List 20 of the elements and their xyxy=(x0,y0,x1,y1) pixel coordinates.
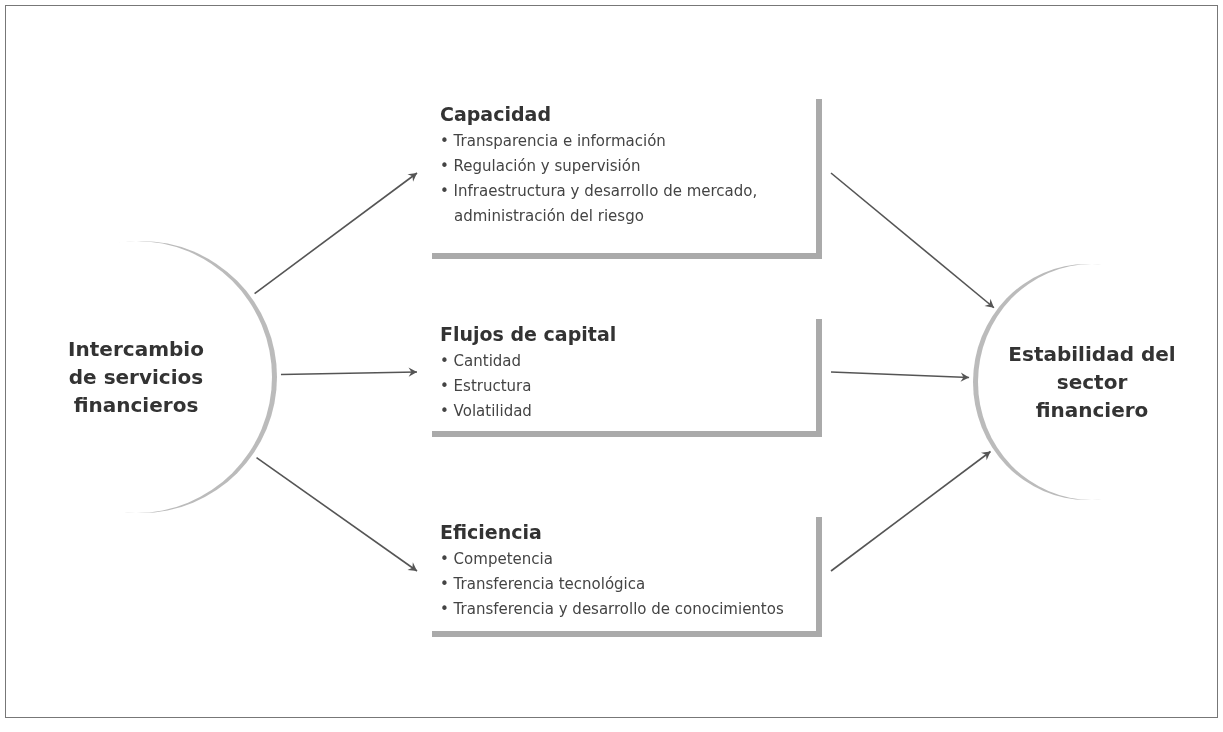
bullet-item: • Transparencia e información xyxy=(440,131,667,152)
bullet-item: • Transferencia tecnológica xyxy=(440,574,647,595)
box-heading: Capacidad xyxy=(440,103,552,125)
box-heading: Flujos de capital xyxy=(440,323,618,345)
arrow xyxy=(255,456,418,572)
node-label: Intercambio de servicios financieros xyxy=(67,336,205,419)
arrow xyxy=(280,367,418,377)
arrow xyxy=(830,371,970,382)
arrow xyxy=(830,450,992,572)
bullet-item: • Competencia xyxy=(440,549,554,570)
bullet-item: • Transferencia y desarrollo de conocimientos xyxy=(440,599,785,620)
node-label: Estabilidad del sector financiero xyxy=(1007,341,1177,424)
bullet-item: • Infraestructura y desarrollo de mercado, administración del riesgo xyxy=(440,181,759,227)
bullet-item: • Volatilidad xyxy=(440,401,533,422)
bullet-item: • Estructura xyxy=(440,376,533,397)
arrow xyxy=(253,172,418,295)
bullet-item: • Cantidad xyxy=(440,351,523,372)
bullet-item: • Regulación y supervisión xyxy=(440,156,642,177)
arrow xyxy=(830,172,995,309)
box-heading: Eficiencia xyxy=(440,521,543,543)
